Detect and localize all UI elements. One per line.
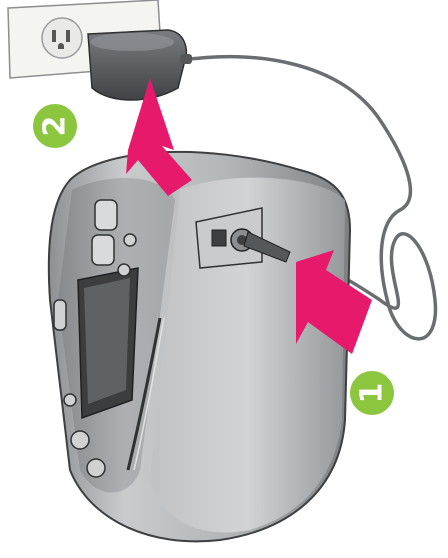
printer-icon [49, 152, 350, 541]
step-badge-2: 2 [33, 104, 77, 148]
step-number-2: 2 [38, 116, 73, 137]
step-badge-1: 1 [350, 371, 394, 415]
power-adapter-icon [88, 30, 192, 100]
step-number-1: 1 [355, 383, 390, 404]
